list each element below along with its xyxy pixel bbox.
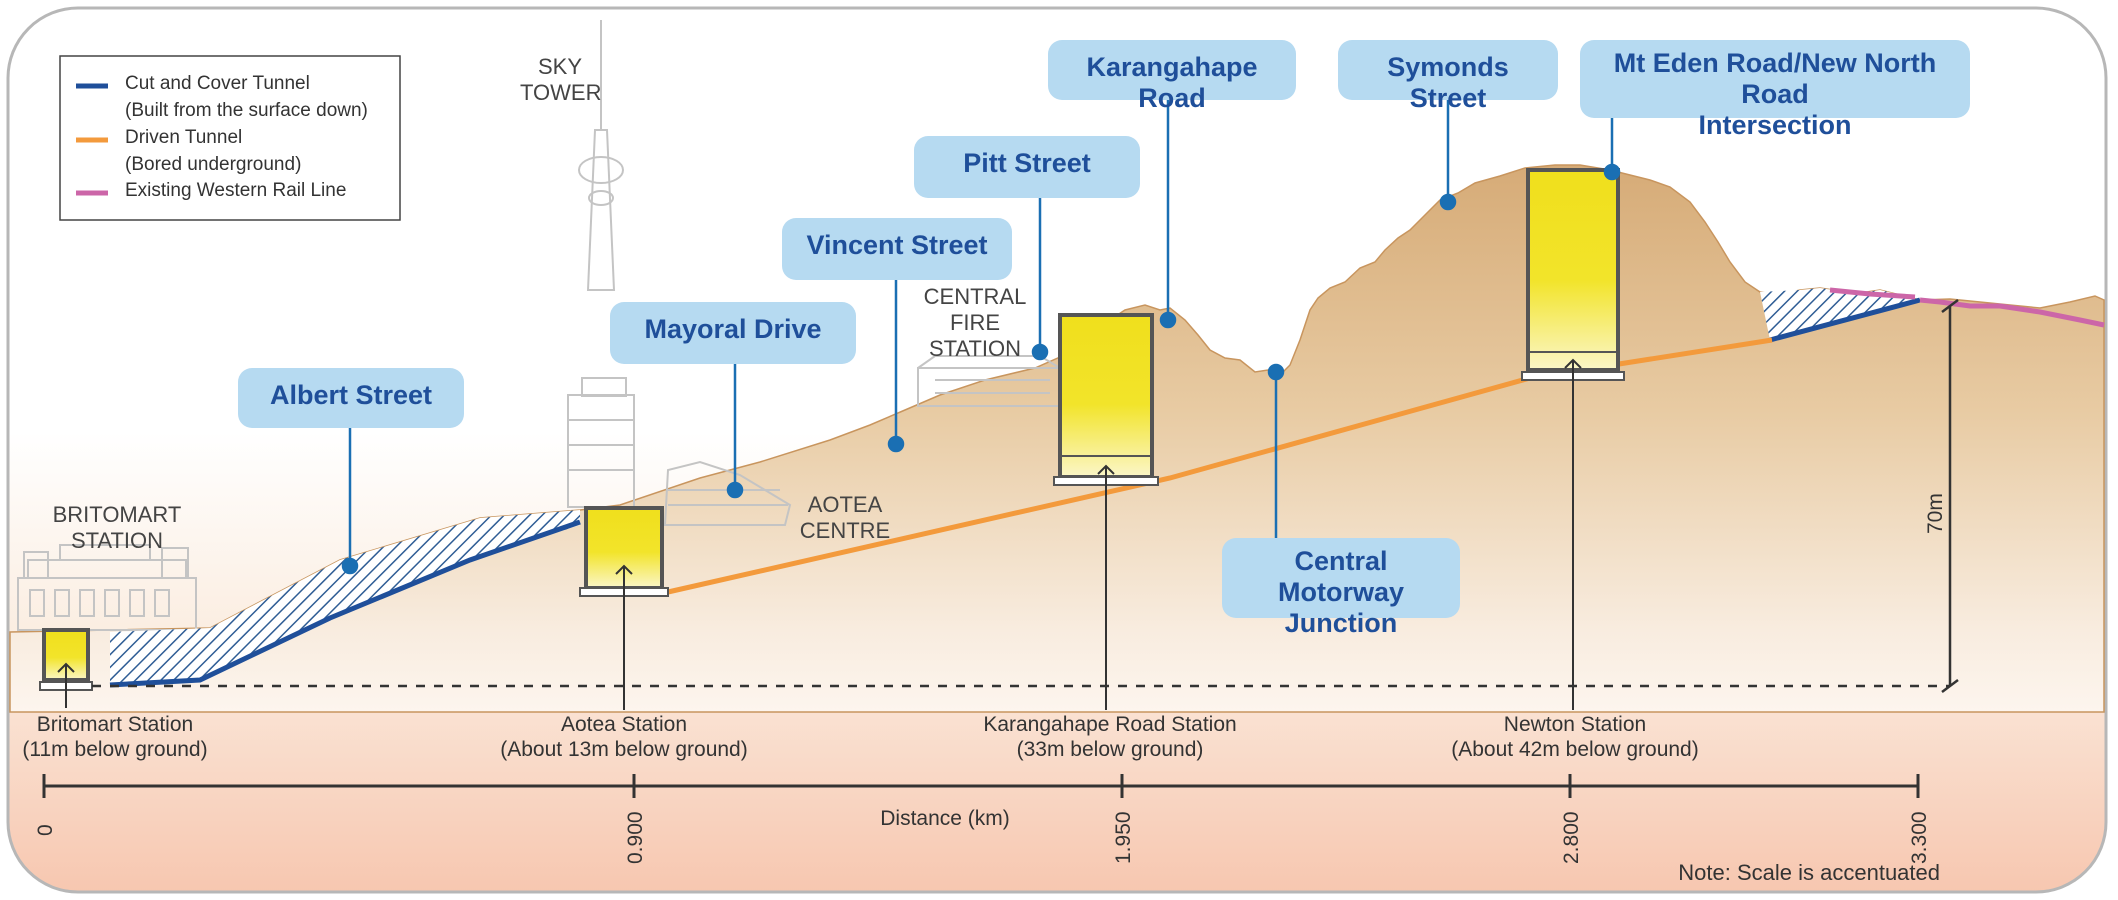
legend-cut-cover-label: Cut and Cover Tunnel bbox=[125, 73, 310, 94]
station-label-karangahape: Karangahape Road Station (33m below grou… bbox=[960, 712, 1260, 762]
britomart-landmark-label: BRITOMART STATION bbox=[42, 502, 192, 554]
callout-mt-eden-line1: Mt Eden Road/New North Road bbox=[1613, 48, 1937, 109]
station-name-karangahape: Karangahape Road Station bbox=[983, 713, 1237, 736]
legend-driven-sub: (Bored underground) bbox=[125, 154, 302, 175]
station-name-britomart: Britomart Station bbox=[36, 713, 194, 736]
cut-cover-tunnel-line-2 bbox=[1769, 297, 1921, 343]
fire-station-landmark-label: CENTRAL FIRE STATION bbox=[920, 284, 1030, 362]
station-depth-karangahape: (33m below ground) bbox=[1016, 738, 1204, 761]
station-name-newton: Newton Station bbox=[1503, 713, 1647, 736]
station-box-karangahape bbox=[1053, 313, 1159, 486]
station-depth-aotea: (About 13m below ground) bbox=[500, 738, 748, 761]
axis-tick-label: 0.900 bbox=[624, 811, 647, 864]
cut-cover-section-1 bbox=[110, 510, 580, 685]
callout-central-motorway-junction: Central Motorway Junction bbox=[1222, 538, 1460, 638]
aotea-centre bbox=[663, 460, 792, 526]
axis-tick-label: 1.950 bbox=[1112, 811, 1135, 864]
axis-title: Distance (km) bbox=[880, 807, 1010, 830]
cut-cover-tunnel-line bbox=[109, 519, 581, 688]
height-marker bbox=[1941, 299, 1959, 693]
axis-tick-label: 3.300 bbox=[1908, 811, 1931, 864]
fire-landmark-line3: STATION bbox=[928, 336, 1022, 361]
callout-mayoral-drive: Mayoral Drive bbox=[610, 302, 856, 364]
legend-rail-label: Existing Western Rail Line bbox=[125, 180, 347, 201]
station-pointers bbox=[57, 358, 1582, 710]
callout-symonds-street: Symonds Street bbox=[1338, 40, 1558, 113]
station-box-newton bbox=[1521, 168, 1625, 381]
station-name-aotea: Aotea Station bbox=[560, 713, 688, 736]
skytower-landmark-line2: TOWER bbox=[520, 80, 602, 105]
driven-tunnel-line bbox=[667, 337, 1773, 595]
skytower-landmark-label: SKY TOWER bbox=[520, 54, 602, 106]
legend-driven-label: Driven Tunnel bbox=[125, 127, 243, 148]
britomart-building bbox=[17, 544, 197, 631]
britomart-landmark-line2: STATION bbox=[70, 528, 164, 553]
legend-cut-cover-sub: (Built from the surface down) bbox=[125, 100, 368, 121]
legend-box bbox=[59, 55, 401, 221]
callout-karangahape-road: Karangahape Road bbox=[1048, 40, 1296, 113]
station-depth-newton: (About 42m below ground) bbox=[1451, 738, 1699, 761]
sky-tower bbox=[567, 20, 635, 508]
western-rail-line bbox=[1919, 297, 2105, 328]
callout-leaders bbox=[341, 100, 1621, 575]
fire-landmark-line1: CENTRAL bbox=[923, 284, 1027, 309]
callout-mt-eden-line2: Intersection bbox=[1698, 110, 1852, 140]
station-label-britomart: Britomart Station (11m below ground) bbox=[10, 712, 220, 762]
station-label-aotea: Aotea Station (About 13m below ground) bbox=[484, 712, 764, 762]
callout-albert-street: Albert Street bbox=[238, 368, 464, 428]
callout-cmj-line2: Junction bbox=[1284, 608, 1398, 638]
distance-axis bbox=[42, 774, 1920, 798]
station-depth-britomart: (11m below ground) bbox=[22, 738, 208, 761]
aotea-centre-landmark-label: AOTEA CENTRE bbox=[790, 492, 900, 544]
callout-mt-eden-road: Mt Eden Road/New North Road Intersection bbox=[1580, 40, 1970, 140]
callout-cmj-line1: Central Motorway bbox=[1277, 546, 1404, 607]
aotea-landmark-line1: AOTEA bbox=[807, 492, 883, 517]
scale-note: Note: Scale is accentuated bbox=[1678, 860, 1940, 885]
cut-cover-section-2 bbox=[1760, 288, 1920, 340]
callout-vincent-street: Vincent Street bbox=[782, 218, 1012, 280]
station-label-newton: Newton Station (About 42m below ground) bbox=[1430, 712, 1720, 762]
callout-pitt-street: Pitt Street bbox=[914, 136, 1140, 198]
axis-tick-label: 0 bbox=[34, 824, 57, 836]
skytower-landmark-line1: SKY bbox=[537, 54, 583, 79]
fire-landmark-line2: FIRE bbox=[949, 310, 1001, 335]
height-marker-label: 70m bbox=[1924, 493, 1947, 534]
western-rail-hatch-edge bbox=[1829, 287, 1916, 300]
axis-tick-label: 2.800 bbox=[1560, 811, 1583, 864]
britomart-landmark-line1: BRITOMART bbox=[52, 502, 182, 527]
aotea-landmark-line2: CENTRE bbox=[799, 518, 891, 543]
